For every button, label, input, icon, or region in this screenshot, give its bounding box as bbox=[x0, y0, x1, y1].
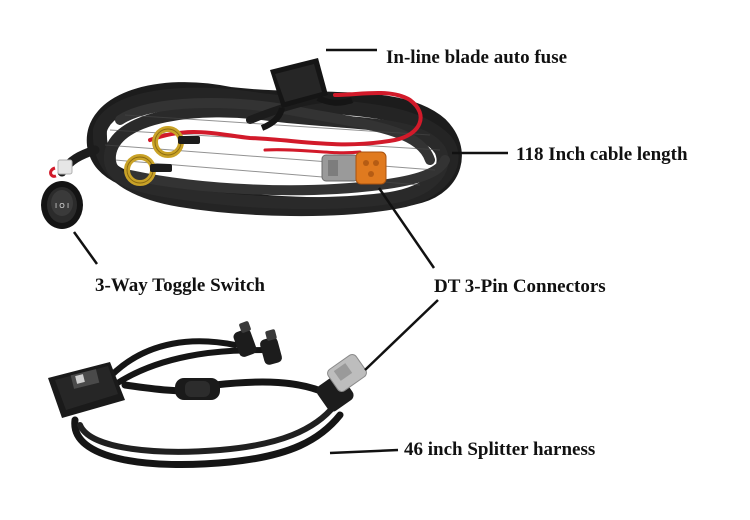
fuse-holder bbox=[260, 58, 353, 131]
splitter-junction bbox=[175, 378, 220, 400]
callout-inline-fuse: In-line blade auto fuse bbox=[386, 47, 568, 68]
callout-leaders bbox=[72, 48, 508, 455]
leader-switch bbox=[72, 231, 99, 265]
leader-dt-upper bbox=[377, 187, 436, 269]
callout-cable-length: 118 Inch cable length bbox=[516, 144, 688, 165]
toggle-switch bbox=[41, 159, 83, 229]
splitter-control-box bbox=[48, 362, 125, 418]
ring-terminal-lower bbox=[124, 154, 172, 186]
splitter-plug-b bbox=[260, 329, 282, 365]
red-power-wire bbox=[148, 90, 423, 147]
callout-splitter-harness: 46 inch Splitter harness bbox=[404, 439, 596, 460]
callout-dt-connectors: DT 3-Pin Connectors bbox=[434, 276, 606, 297]
red-wire-lower bbox=[263, 148, 362, 155]
braided-cable-bundle bbox=[86, 82, 462, 217]
splitter-plug-a bbox=[233, 321, 257, 357]
dt-connector-splitter bbox=[316, 354, 367, 412]
leader-splitter bbox=[329, 448, 399, 455]
switch-face-glyph: I O I bbox=[55, 202, 69, 210]
callout-toggle-switch: 3-Way Toggle Switch bbox=[95, 275, 265, 296]
ring-terminal-upper bbox=[152, 126, 200, 158]
leader-dt-splitter bbox=[364, 299, 439, 371]
dt-connector-upper bbox=[321, 151, 387, 185]
